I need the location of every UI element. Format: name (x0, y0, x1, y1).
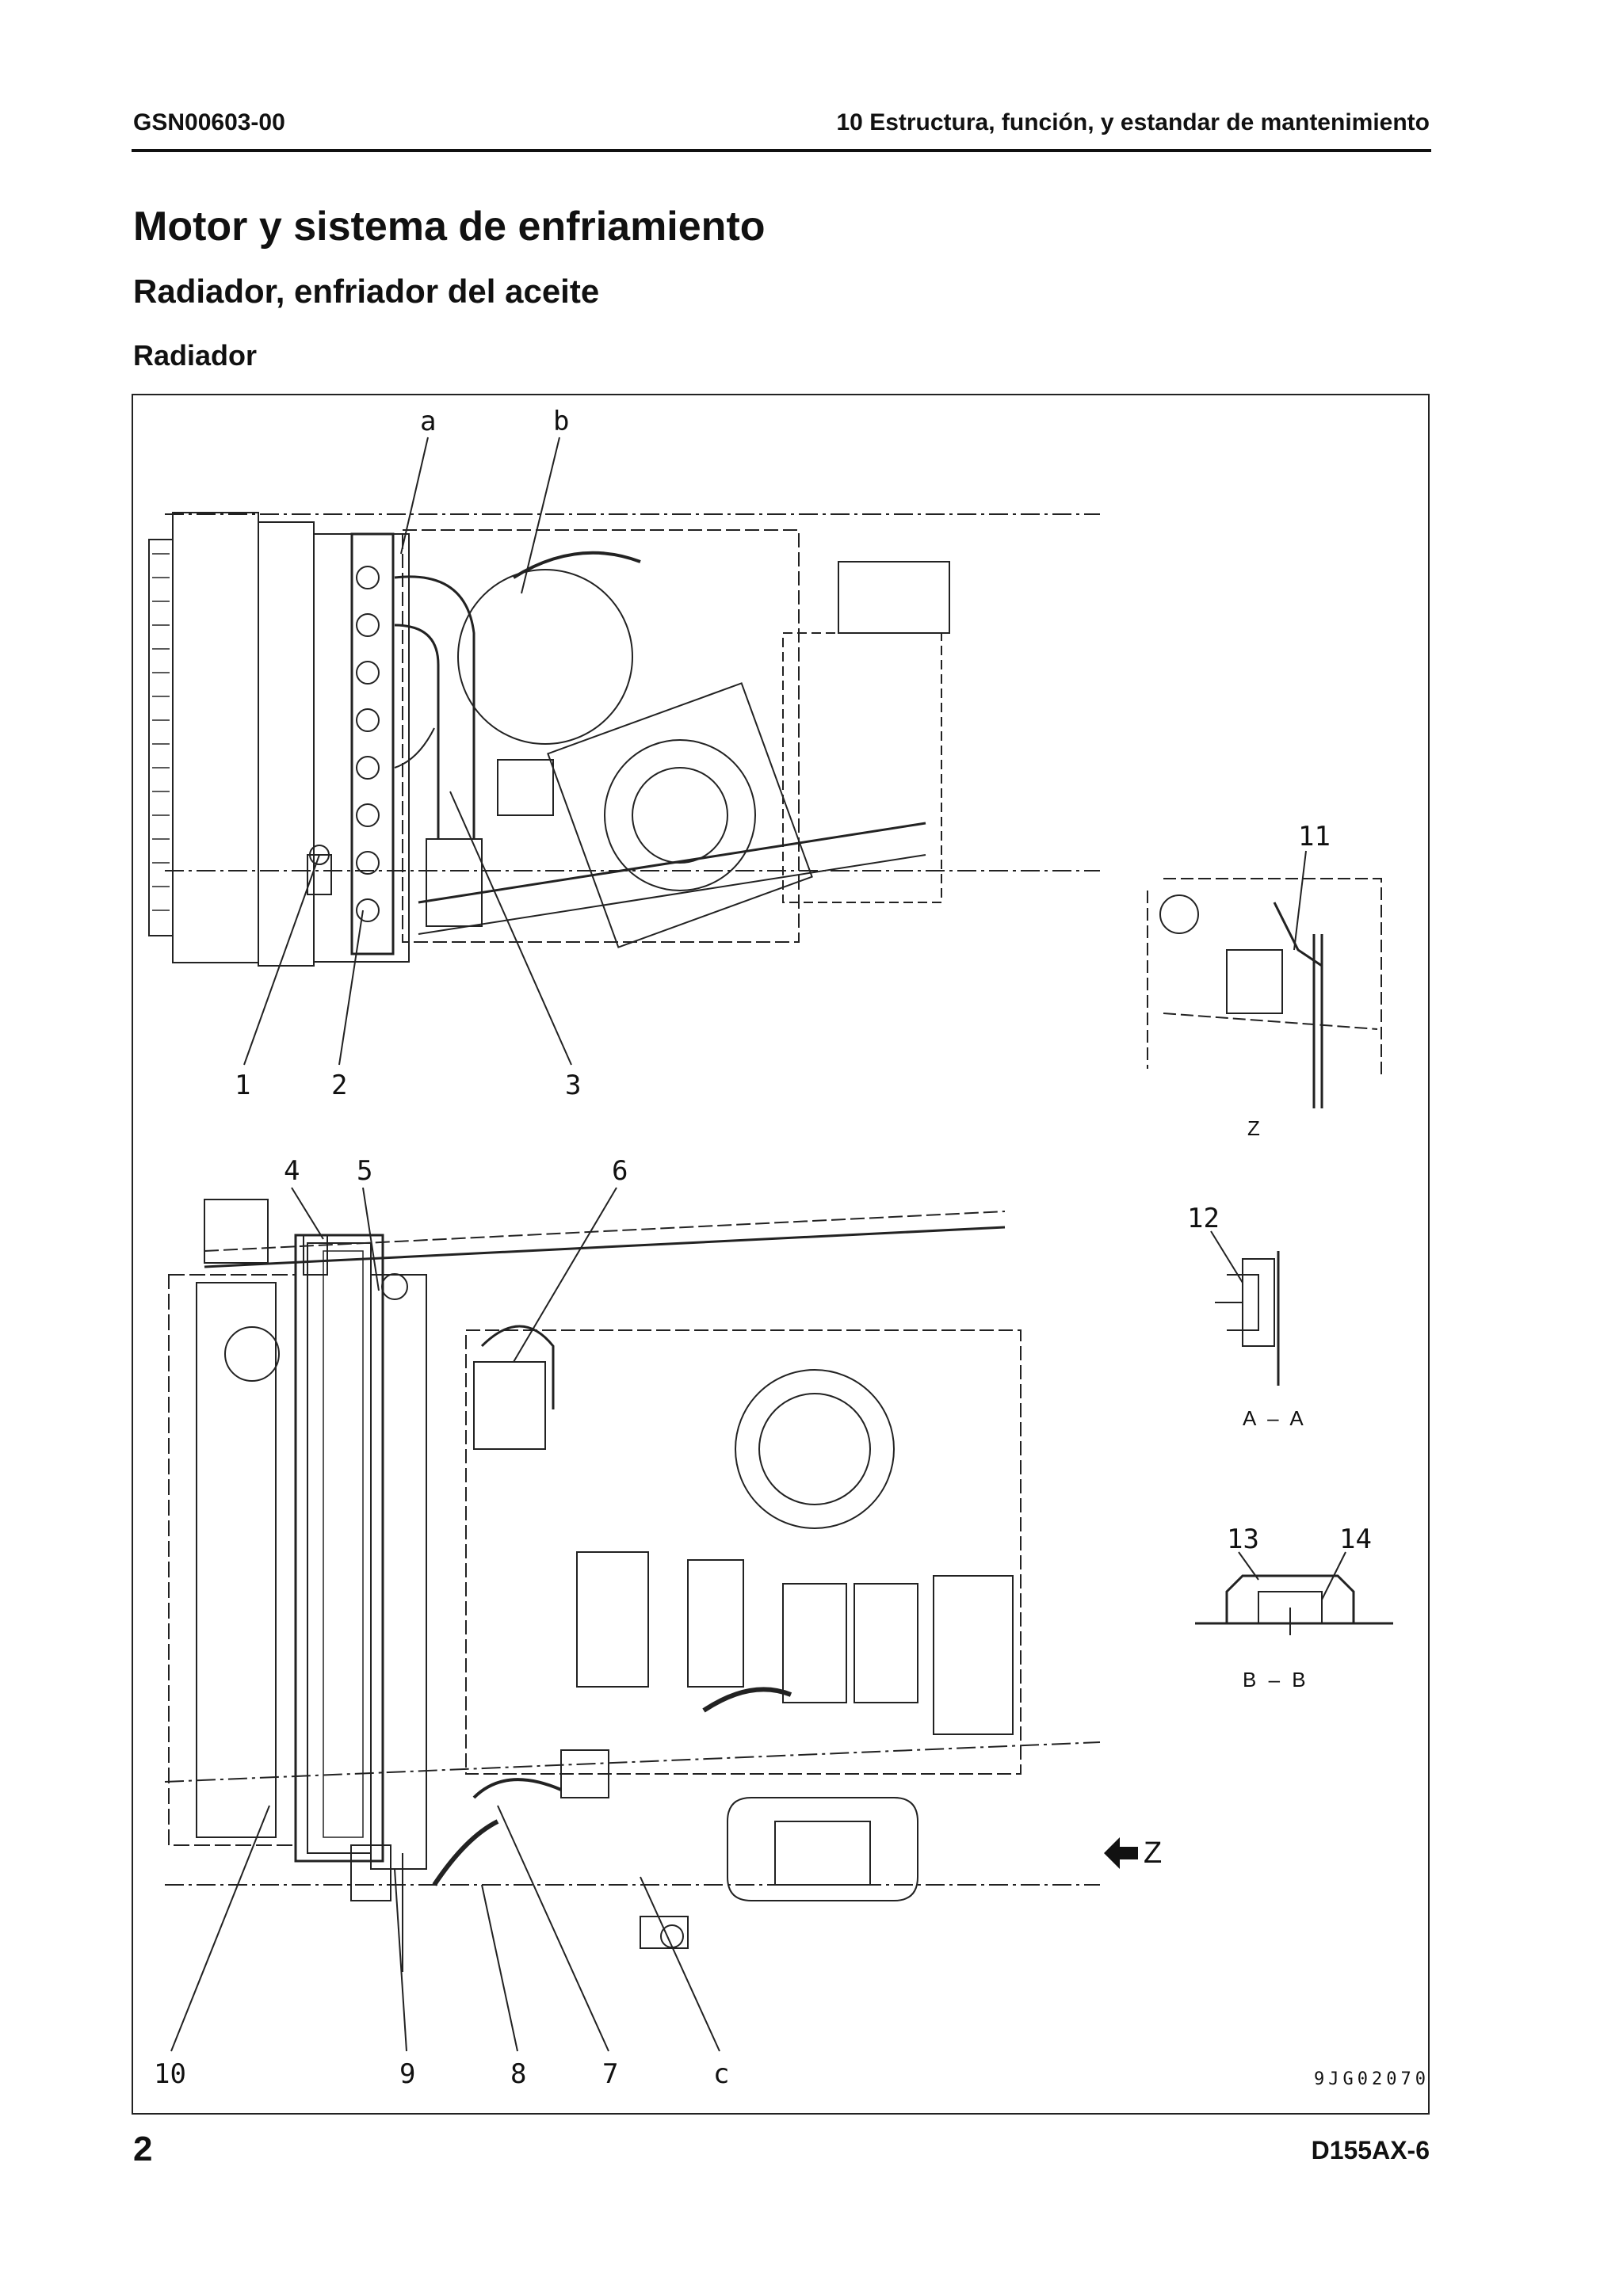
callout-1: 1 (235, 1070, 250, 1101)
callout-b: b (553, 406, 569, 437)
page-title: Motor y sistema de enfriamiento (133, 204, 766, 250)
view-arrow-z-icon (1104, 1837, 1138, 1869)
callout-2: 2 (331, 1070, 347, 1101)
callout-7: 7 (602, 2058, 618, 2090)
header-rule (132, 149, 1431, 152)
callout-5: 5 (357, 1155, 372, 1187)
engine-radiator-drawing: a b 1 2 3 4 5 6 11 12 13 14 10 9 8 7 c Z… (148, 406, 1428, 2090)
model-code: D155AX-6 (1311, 2136, 1430, 2164)
callout-12: 12 (1187, 1203, 1220, 1234)
callout-11: 11 (1298, 821, 1331, 852)
detail-view-z (1147, 878, 1382, 1108)
callout-14: 14 (1339, 1524, 1372, 1555)
leader-lines (170, 437, 1346, 2052)
view-label-b-b: B – B (1243, 1668, 1309, 1691)
section-b-b (1195, 1574, 1393, 1635)
section-a-a (1215, 1251, 1280, 1386)
figure-frame: a b 1 2 3 4 5 6 11 12 13 14 10 9 8 7 c Z… (132, 394, 1430, 2115)
callout-9: 9 (399, 2058, 415, 2090)
side-view (164, 1199, 1101, 1972)
view-label-a-a: A – A (1243, 1406, 1307, 1430)
section-title: 10 Estructura, función, y estandar de ma… (836, 109, 1430, 135)
callout-3: 3 (565, 1070, 581, 1101)
callout-4: 4 (284, 1155, 300, 1187)
view-label-z: Z (1247, 1116, 1263, 1140)
subsection-title: Radiador (133, 339, 258, 372)
callout-8: 8 (510, 2058, 526, 2090)
document-code: GSN00603-00 (133, 109, 285, 135)
callout-13: 13 (1227, 1524, 1259, 1555)
figure-code: 9JG02070 (1314, 2069, 1428, 2089)
callout-labels: a b 1 2 3 4 5 6 11 12 13 14 10 9 8 7 c (154, 406, 1372, 2090)
arrow-label-z: Z (1144, 1836, 1165, 1870)
callout-10: 10 (154, 2058, 186, 2090)
callout-a: a (420, 406, 436, 437)
callout-c: c (713, 2058, 729, 2090)
callout-6: 6 (612, 1155, 628, 1187)
top-view (148, 512, 1100, 967)
page-number: 2 (133, 2130, 153, 2168)
section-subtitle: Radiador, enfriador del aceite (133, 273, 600, 310)
